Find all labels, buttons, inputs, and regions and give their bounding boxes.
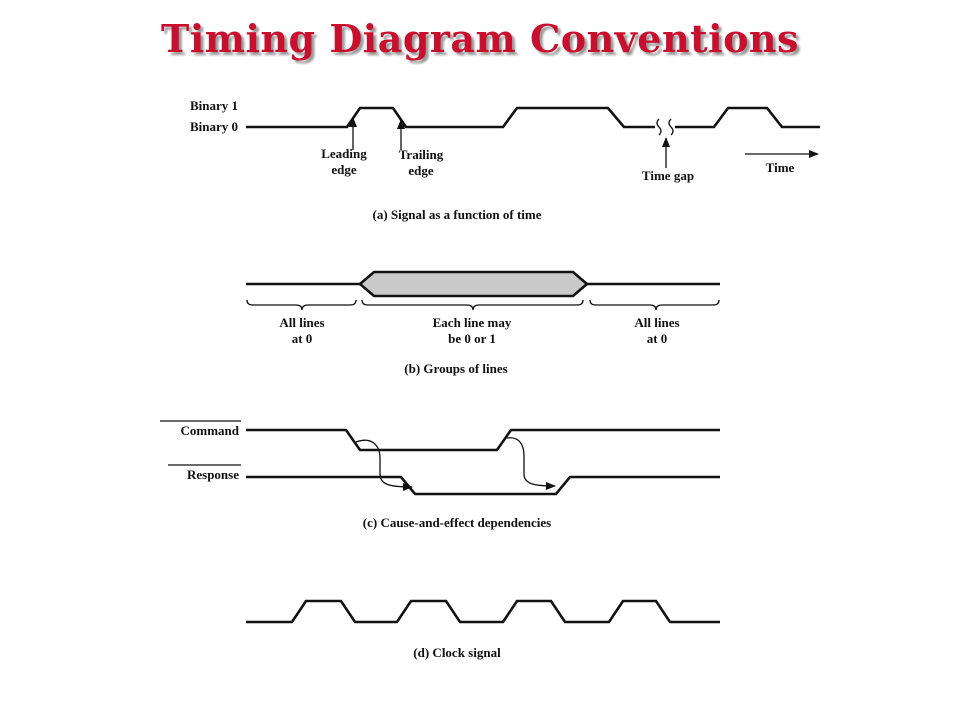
panel-d: (d) Clock signal <box>246 599 720 660</box>
panel-b: All lines at 0 Each line may be 0 or 1 A… <box>246 270 720 376</box>
trailing-edge-label-line1: Trailing <box>399 147 444 162</box>
time-label: Time <box>766 160 795 175</box>
leading-edge-label-line2: edge <box>331 162 357 177</box>
all-lines-right-line2: at 0 <box>647 331 668 346</box>
signal-waveform-segment-1 <box>246 106 655 129</box>
slide-title: Timing Diagram Conventions <box>161 16 799 61</box>
signal-waveform-segment-2 <box>675 106 820 129</box>
time-gap-break-marks <box>656 118 674 136</box>
response-label: Response <box>187 467 239 482</box>
command-label: Command <box>180 423 239 438</box>
all-lines-right-line1: All lines <box>634 315 679 330</box>
each-line-label-line2: be 0 or 1 <box>448 331 496 346</box>
panel-b-caption: (b) Groups of lines <box>404 361 507 376</box>
binary-1-label: Binary 1 <box>190 98 238 113</box>
brace-right <box>589 299 720 311</box>
panel-a: Binary 1 Binary 0 Leading edge Trailing … <box>190 98 820 222</box>
panel-c-caption: (c) Cause-and-effect dependencies <box>363 515 551 530</box>
time-gap-label: Time gap <box>642 168 694 183</box>
command-signal <box>246 428 720 452</box>
trailing-edge-label-line2: edge <box>408 163 434 178</box>
brace-middle <box>361 299 584 311</box>
panel-a-caption: (a) Signal as a function of time <box>373 207 542 222</box>
all-lines-left-line2: at 0 <box>292 331 313 346</box>
bus-valid-region <box>358 270 589 298</box>
clock-signal <box>246 599 720 624</box>
cause-effect-arrow-1 <box>355 439 413 491</box>
all-lines-left-line1: All lines <box>279 315 324 330</box>
leading-edge-label-line1: Leading <box>321 146 367 161</box>
each-line-label-line1: Each line may <box>433 315 512 330</box>
panel-c: Command Response (c) Cause-and-effect de… <box>160 420 720 530</box>
response-signal <box>246 475 720 496</box>
panel-d-caption: (d) Clock signal <box>413 645 501 660</box>
brace-left <box>246 299 357 311</box>
binary-0-label: Binary 0 <box>190 119 238 134</box>
cause-effect-arrow-2 <box>506 437 556 490</box>
